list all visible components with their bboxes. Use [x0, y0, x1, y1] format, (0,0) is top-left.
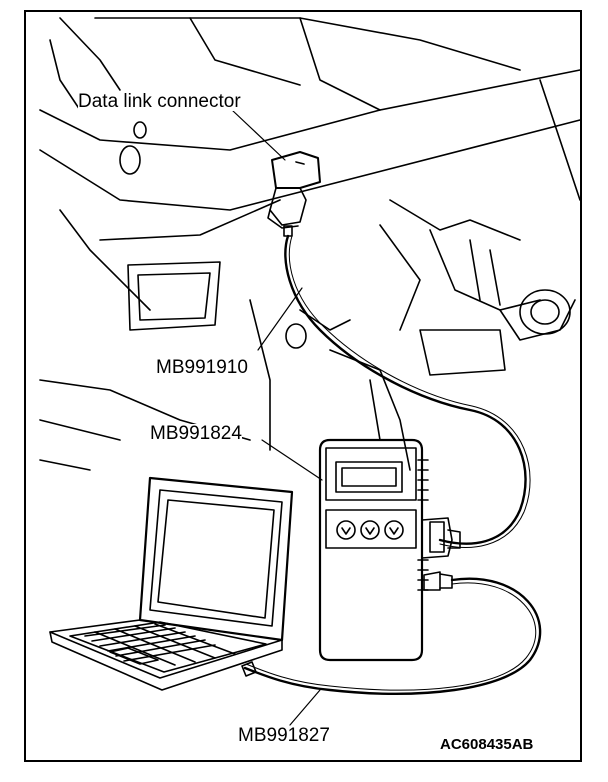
- figure-code: AC608435AB: [440, 736, 534, 753]
- leader-lines: [231, 109, 323, 726]
- label-mb991910: MB991910: [156, 357, 248, 378]
- dashboard-background: [39, 17, 581, 471]
- label-data-link-connector: Data link connector: [78, 91, 241, 112]
- cable-mb991827: [243, 577, 542, 695]
- laptop-computer: [49, 476, 294, 691]
- mb991824-device: [318, 438, 461, 662]
- label-mb991824: MB991824: [150, 423, 242, 444]
- label-mb991827: MB991827: [238, 725, 330, 746]
- cable-mb991910: [284, 234, 531, 548]
